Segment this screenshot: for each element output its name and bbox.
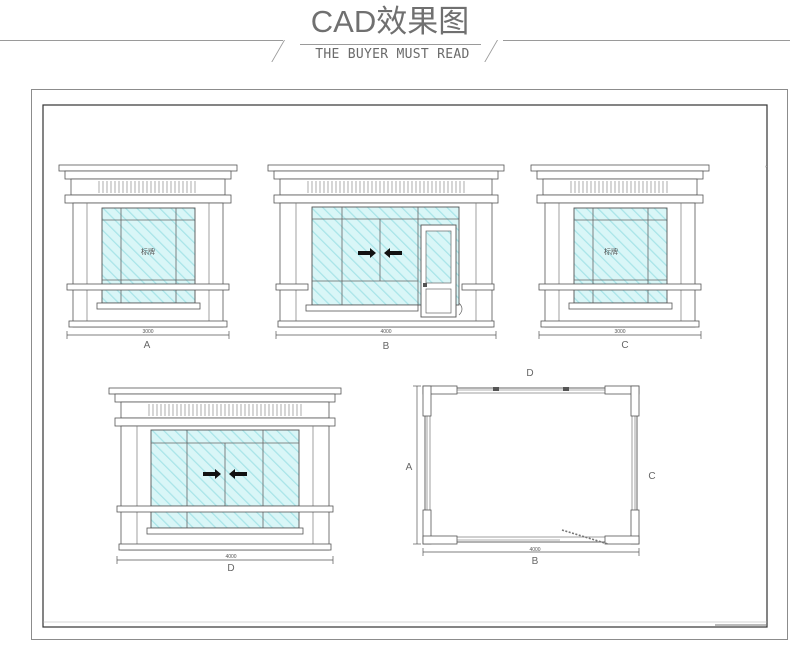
sliding-arrows-d (203, 469, 247, 479)
section-header: CAD效果图 THE BUYER MUST READ (0, 0, 790, 80)
plan-label-right: C (648, 471, 655, 482)
svg-text:°: ° (765, 166, 768, 172)
elevation-a-label: A (144, 340, 151, 351)
header-title: CAD效果图 (310, 4, 470, 39)
header-subtitle: THE BUYER MUST READ (315, 47, 470, 62)
elevation-b-dimension: 4000 (380, 329, 391, 335)
elevation-b-label: B (383, 341, 390, 352)
elevation-d-label: D (227, 563, 234, 574)
drawing-border (42, 104, 768, 628)
elevation-b: 4000 B (267, 164, 505, 352)
elevation-c: 标牌 3000 C (530, 164, 710, 351)
plan-dimension: 4000 (529, 547, 540, 553)
elevation-c-sign: 标牌 (604, 247, 618, 256)
header-subtitle-rule (300, 44, 481, 45)
elevation-c-dimension: 3000 (614, 329, 625, 335)
floor-plan: D A C B 4000 (406, 368, 656, 567)
elevation-a-sign: 标牌 (141, 247, 155, 256)
elevation-a: 标牌 3000 A (58, 164, 238, 351)
elevation-c-label: C (621, 340, 628, 351)
elevation-d-dimension: 4000 (225, 554, 236, 560)
plan-label-bottom: B (532, 556, 539, 567)
plan-label-left: A (406, 462, 413, 473)
elevation-a-dimension: 3000 (142, 329, 153, 335)
sliding-arrows (358, 248, 402, 258)
header-rule-right (503, 40, 790, 41)
plan-label-top: D (526, 368, 533, 379)
header-rule-left (0, 40, 283, 41)
elevation-d: 4000 D (108, 387, 342, 574)
